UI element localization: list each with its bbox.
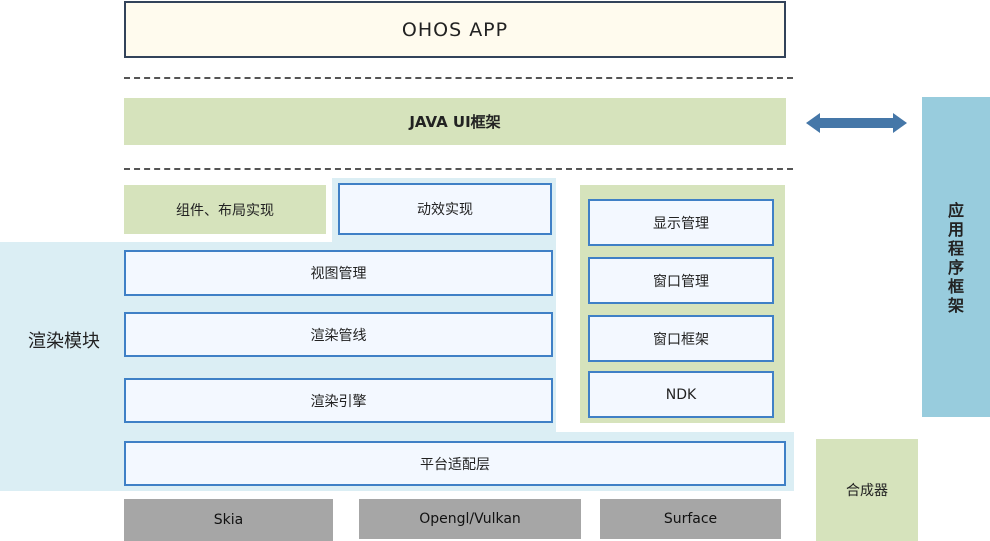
divider-middle [124, 168, 793, 170]
divider-top [124, 77, 793, 79]
display-management-label: 显示管理 [653, 215, 709, 232]
opengl-vulkan-box: Opengl/Vulkan [359, 499, 581, 539]
compositor-box: 合成器 [816, 439, 918, 541]
opengl-vulkan-label: Opengl/Vulkan [419, 511, 521, 527]
window-management-label: 窗口管理 [653, 273, 709, 290]
surface-label: Surface [663, 511, 718, 527]
window-framework-box: 窗口框架 [588, 315, 774, 362]
platform-adapter-label: 平台适配层 [420, 456, 490, 473]
surface-box: Surface [600, 499, 781, 539]
window-framework-label: 窗口框架 [653, 331, 709, 348]
application-framework-label: 应 用 程 序 框 架 [947, 201, 964, 315]
component-layout-box: 组件、布局实现 [124, 185, 326, 234]
ndk-label: NDK [665, 386, 697, 403]
compositor-label: 合成器 [846, 483, 888, 499]
view-management-label: 视图管理 [310, 266, 367, 282]
render-pipeline-label: 渲染管线 [310, 327, 367, 344]
java-ui-framework-box: JAVA UI框架 [124, 98, 786, 145]
skia-box: Skia [124, 499, 333, 541]
render-engine-box: 渲染引擎 [124, 378, 553, 423]
java-ui-framework-label: JAVA UI框架 [409, 113, 501, 131]
render-engine-label: 渲染引擎 [310, 393, 367, 410]
platform-adapter-box: 平台适配层 [124, 441, 786, 486]
ohos-app-label: OHOS APP [401, 18, 509, 41]
window-management-box: 窗口管理 [588, 257, 774, 304]
animation-box: 动效实现 [338, 183, 552, 235]
view-management-box: 视图管理 [124, 250, 553, 296]
animation-label: 动效实现 [417, 202, 473, 218]
ndk-box: NDK [588, 371, 774, 418]
application-framework-box: 应 用 程 序 框 架 [922, 97, 990, 417]
ohos-app-box: OHOS APP [124, 1, 786, 58]
skia-label: Skia [213, 512, 244, 528]
render-module-label: 渲染模块 [28, 331, 100, 352]
render-pipeline-box: 渲染管线 [124, 312, 553, 357]
component-layout-label: 组件、布局实现 [176, 202, 274, 219]
double-arrow-icon [806, 113, 907, 133]
display-management-box: 显示管理 [588, 199, 774, 246]
